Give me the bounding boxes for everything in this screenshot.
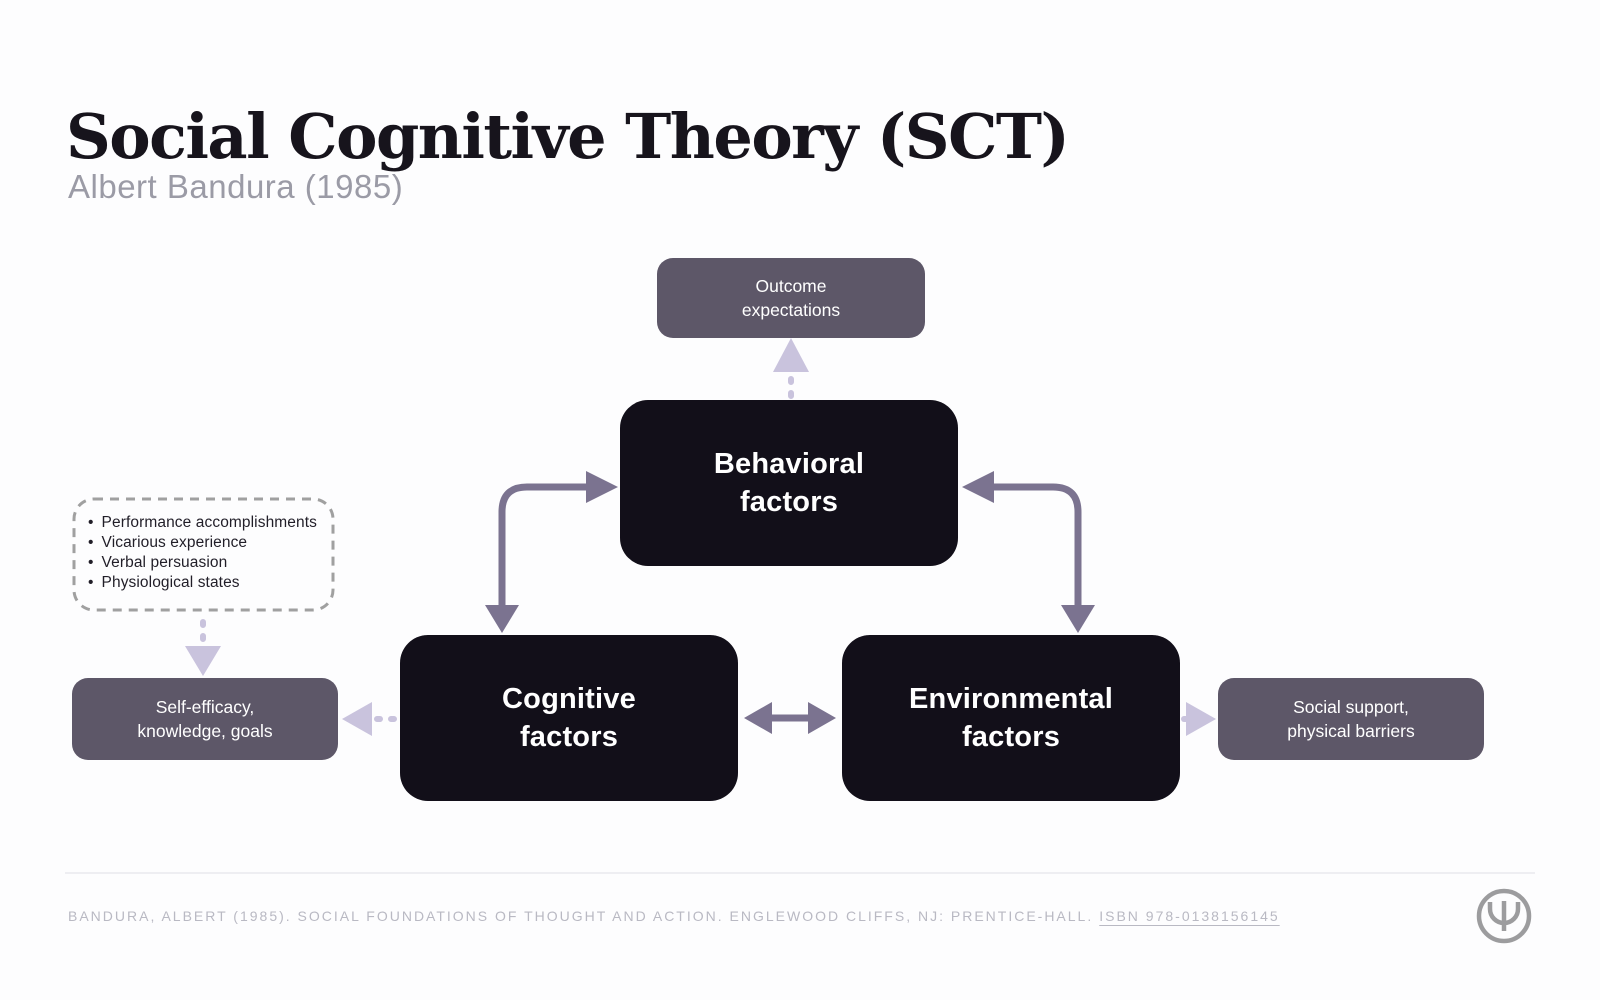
arrow-behavioral-environmental (962, 471, 1095, 633)
node-outcome-expectations: Outcome expectations (657, 258, 925, 338)
node-label: Social support, (1293, 697, 1409, 717)
node-environmental-factors: Environmental factors (842, 635, 1180, 801)
arrow-sources-to-efficacy (185, 619, 221, 676)
node-behavioral-factors: Behavioral factors (620, 400, 958, 566)
node-social-support: Social support, physical barriers (1218, 678, 1484, 760)
list-item: Verbal persuasion (88, 553, 325, 573)
node-label: expectations (741, 300, 841, 320)
list-item: Performance accomplishments (88, 513, 325, 533)
node-label: knowledge, goals (137, 721, 273, 741)
arrow-cognitive-to-efficacy (342, 702, 397, 736)
node-label: Environmental (908, 683, 1114, 715)
node-label: Self-efficacy, (155, 697, 255, 717)
page-title: Social Cognitive Theory (SCT) (66, 99, 1070, 173)
node-self-efficacy: Self-efficacy, knowledge, goals (72, 678, 338, 760)
arrow-behavioral-cognitive (485, 471, 618, 633)
node-label: Behavioral (713, 448, 865, 480)
node-cognitive-factors: Cognitive factors (400, 635, 738, 801)
list-item: Vicarious experience (88, 533, 325, 553)
citation-text: BANDURA, ALBERT (1985). SOCIAL FOUNDATIO… (68, 908, 1094, 924)
node-label: factors (739, 486, 839, 518)
node-label: factors (961, 721, 1061, 753)
footer-citation: BANDURA, ALBERT (1985). SOCIAL FOUNDATIO… (68, 908, 1408, 924)
footer-divider (65, 872, 1535, 874)
node-label: Outcome (755, 276, 827, 296)
node-label: Cognitive (502, 683, 636, 715)
isbn-link[interactable]: ISBN 978-0138156145 (1099, 908, 1280, 924)
psi-psychology-logo-icon (1476, 888, 1532, 944)
arrow-environmental-to-social (1181, 702, 1216, 736)
node-label: physical barriers (1287, 721, 1415, 741)
list-item: Physiological states (88, 573, 325, 593)
page-subtitle: Albert Bandura (1985) (68, 168, 404, 205)
arrow-cognitive-environmental (744, 702, 836, 734)
arrow-behavioral-to-outcome (773, 338, 809, 399)
node-label: factors (519, 721, 619, 753)
efficacy-sources-box: Performance accomplishments Vicarious ex… (72, 497, 335, 612)
